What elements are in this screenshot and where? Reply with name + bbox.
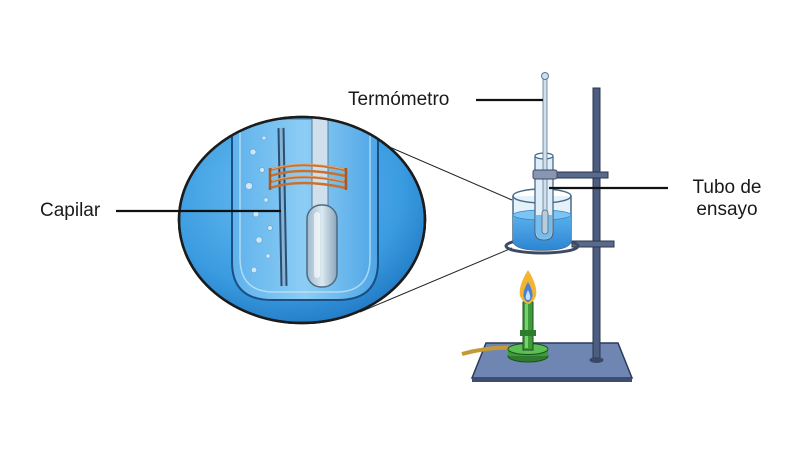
label-test-tube: Tubo de ensayo (672, 177, 782, 221)
zoom-line-top (377, 141, 513, 201)
tube-clamp (532, 169, 558, 180)
magnified-view (177, 115, 427, 325)
label-capillary: Capilar (40, 200, 101, 221)
label-test-tube-line2: ensayo (696, 199, 758, 220)
label-test-tube-line1: Tubo de (692, 177, 762, 198)
label-thermometer: Termómetro (348, 89, 450, 110)
bunsen-burner (461, 270, 549, 363)
ring-clamp-arm (571, 240, 615, 248)
magnified-thermometer-bulb (306, 204, 338, 288)
upper-clamp (555, 171, 609, 179)
thermometer (541, 72, 549, 235)
lab-stand (470, 87, 634, 382)
bubbles (245, 135, 273, 274)
stand-rod (592, 87, 601, 361)
zoom-line-bottom (359, 247, 513, 313)
copper-wire-coil (268, 163, 348, 190)
